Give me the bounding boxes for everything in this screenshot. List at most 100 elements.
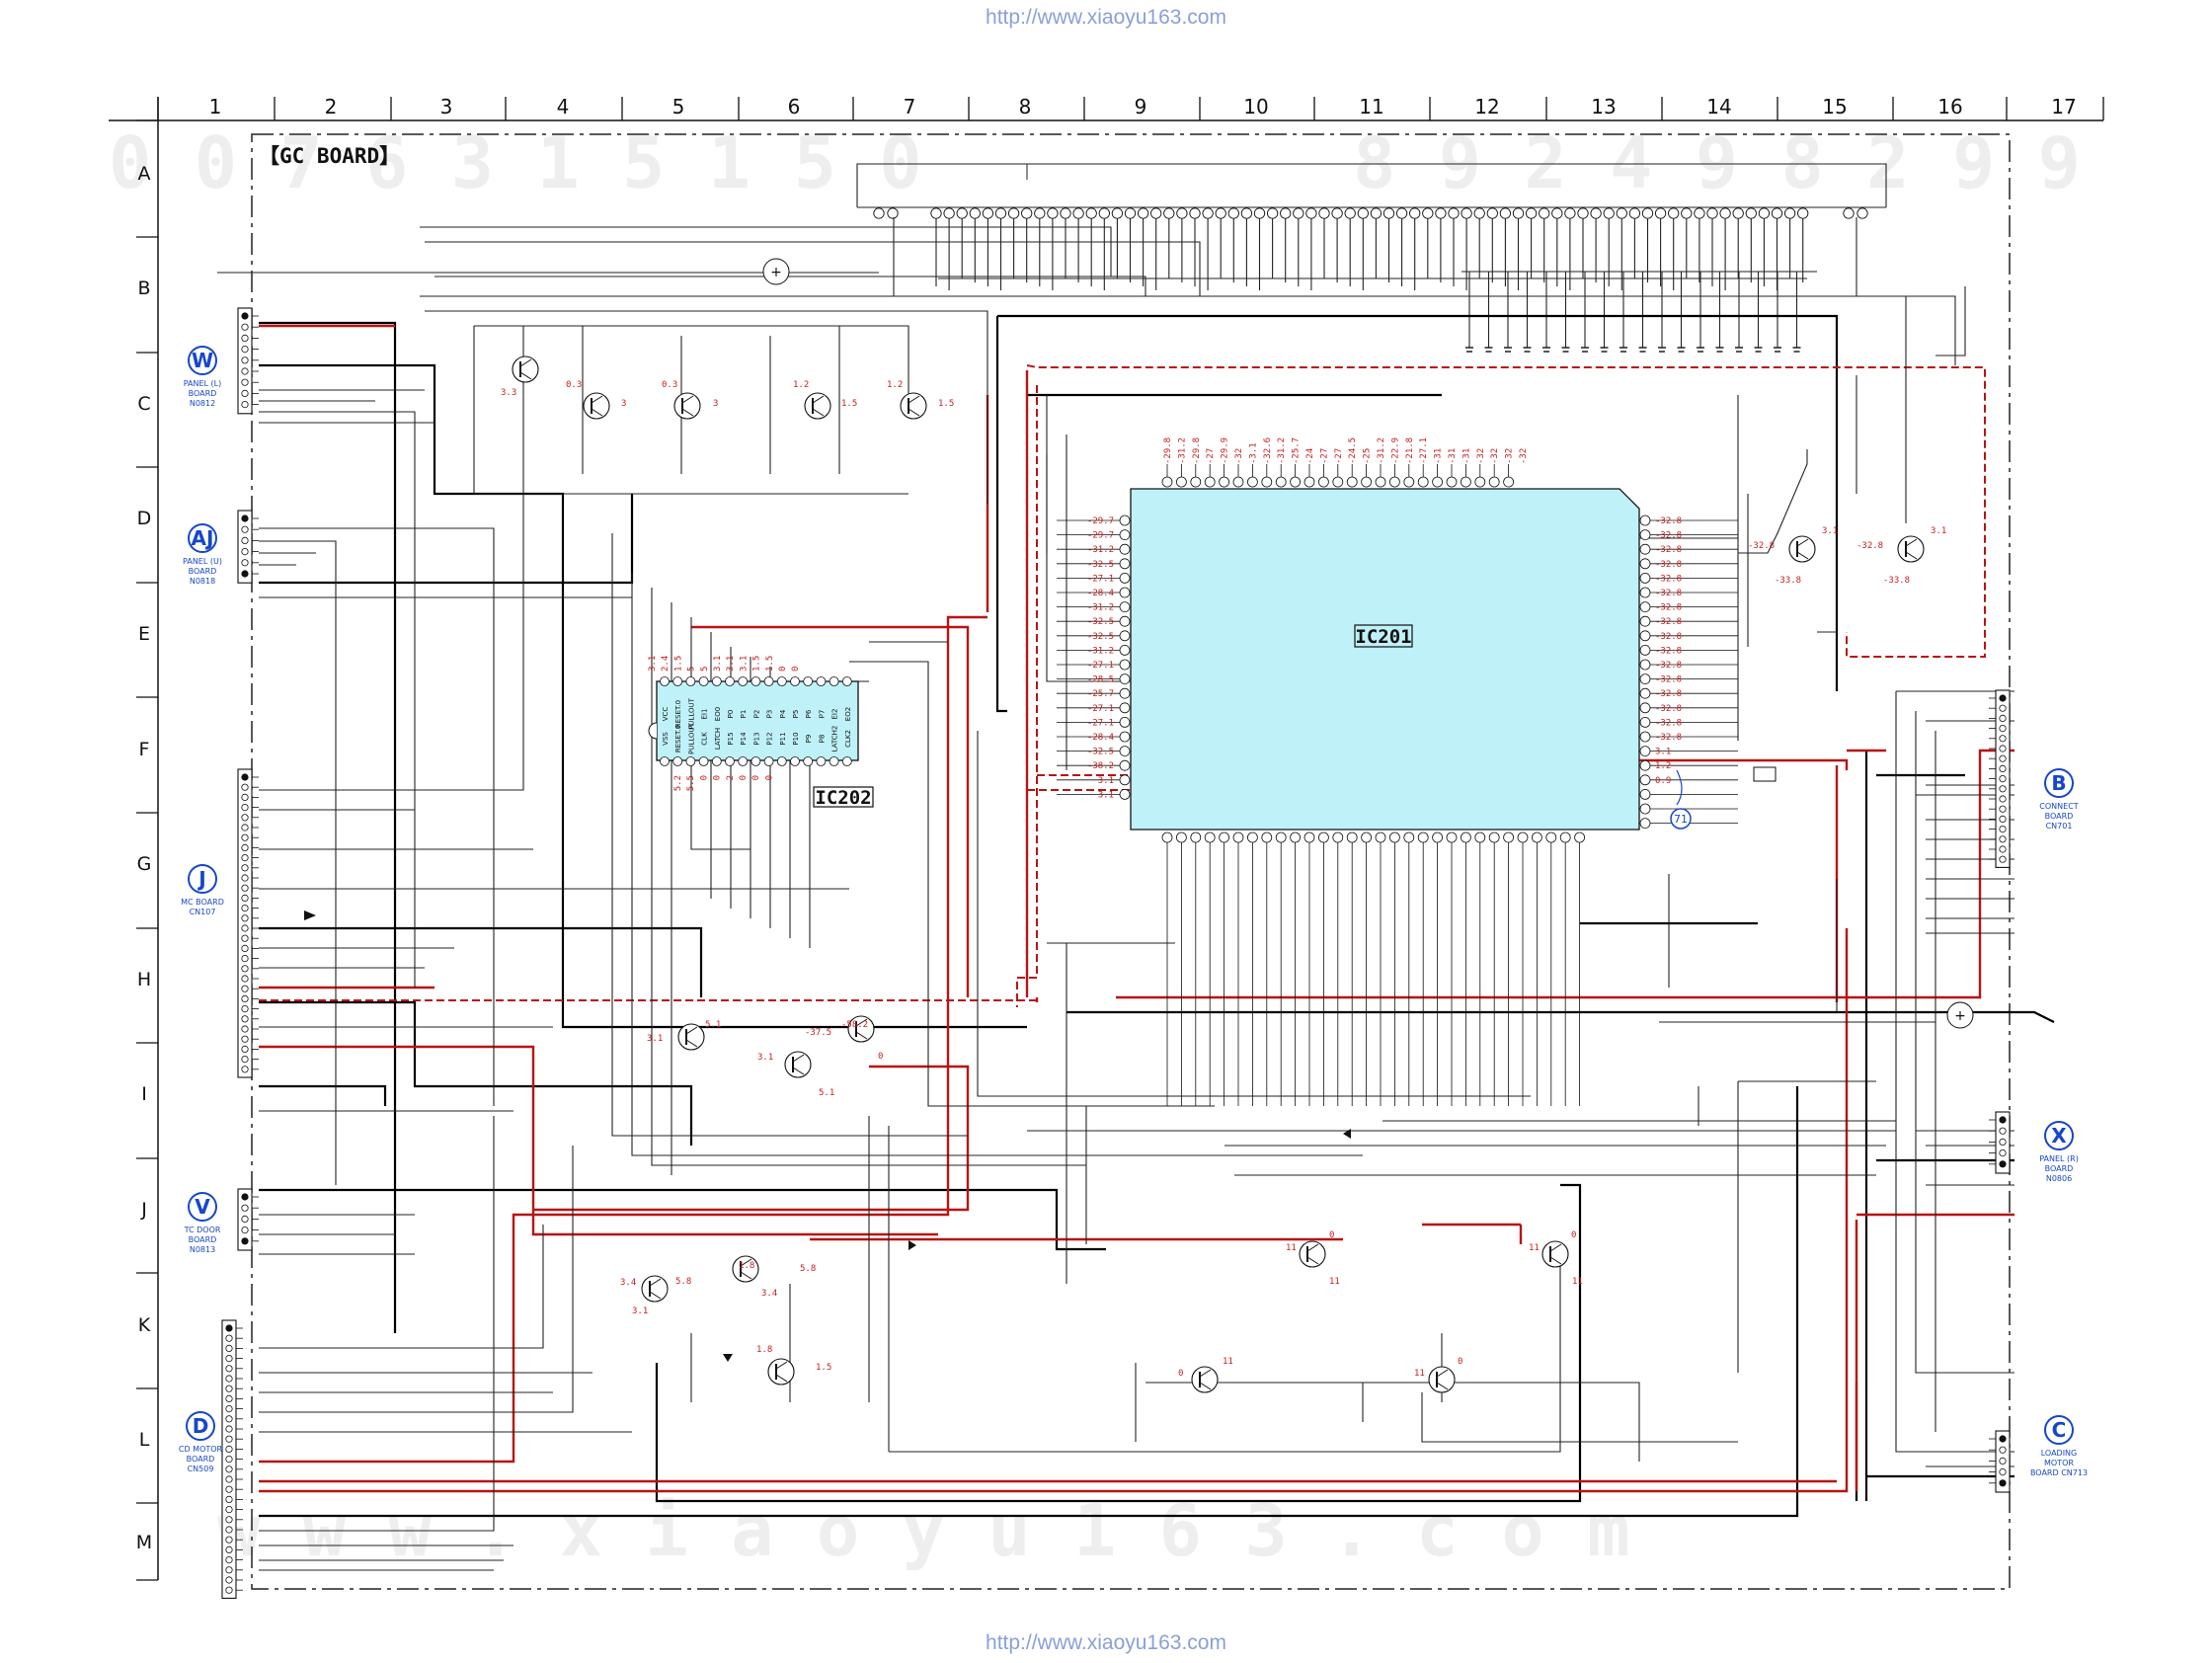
- transistor-voltage: 1.8: [756, 1345, 772, 1355]
- transistor: [784, 1051, 812, 1078]
- column-number: 13: [1591, 95, 1616, 119]
- ic202-bottom-pin-label: LATCH2: [831, 726, 839, 752]
- transistor-voltage: 0: [1458, 1357, 1462, 1367]
- ic201-right-voltage: -32.8: [1655, 589, 1682, 598]
- row-letter: I: [141, 1083, 147, 1105]
- connector-description: BOARD: [189, 567, 217, 576]
- ic202-top-pin-label: P3: [766, 710, 774, 719]
- transistor-voltage: 11: [1223, 1357, 1233, 1367]
- connector-description: BOARD: [2045, 1164, 2074, 1173]
- connector-description: CN701: [2046, 822, 2073, 831]
- ic201-left-voltage: -28.4: [1087, 589, 1114, 598]
- ic201-left-voltage: -27.1: [1087, 661, 1114, 671]
- ic202-top-pin-label: PULLOUT: [687, 697, 695, 730]
- transistor-voltage: 0: [1571, 1230, 1576, 1240]
- ic201-top-voltage: -29.8: [1192, 437, 1202, 464]
- ic202-top-pin-label: VCC: [662, 707, 670, 722]
- ic202-bottom-voltage: 2: [726, 775, 736, 780]
- ic202-bottom-pin-label: P9: [805, 735, 813, 744]
- ic201-left-voltage: -29.7: [1087, 531, 1114, 541]
- ic202-top-pin-label: EO2: [844, 707, 852, 721]
- ic201-top-voltage: -31.2: [1277, 437, 1287, 464]
- ic201-top-voltage: -29.8: [1163, 437, 1173, 464]
- transistor-voltage: 0: [1178, 1369, 1183, 1379]
- connector-description: N0818: [190, 577, 215, 586]
- transistors: [512, 356, 1925, 1393]
- callout-71-text: 71: [1674, 813, 1688, 826]
- ic202-bottom-pin-label: PULLOUT: [687, 722, 695, 754]
- ic201-left-voltage: -32.5: [1087, 632, 1114, 642]
- transistor: [641, 1275, 669, 1303]
- ic201-pins: [1057, 464, 1738, 1106]
- connector-letter: B: [2051, 771, 2066, 795]
- ic202-bottom-voltage: 5.5: [686, 775, 696, 791]
- ic202-top-voltage: 1.5: [673, 656, 683, 672]
- ic201: IC201: [1130, 488, 1640, 831]
- ic202-bottom-voltage: 0: [739, 775, 749, 780]
- connector-description: BOARD: [189, 389, 217, 398]
- ic201-top-voltage: -31.2: [1177, 437, 1187, 464]
- ic202-bottom-pin-label: P11: [779, 732, 787, 745]
- transistor: [1191, 1366, 1219, 1393]
- column-number: 2: [325, 95, 338, 119]
- connector-badge: [2044, 1121, 2074, 1150]
- ic202-bottom-voltage: 0: [764, 775, 774, 780]
- transistor: [804, 392, 831, 420]
- background-watermark: 0 0 7 6 3 1 5 1 5 0 8 9 2 4 9 8 2 9 9 w …: [109, 121, 2081, 1572]
- row-letter: J: [140, 1199, 147, 1221]
- ic201-right-voltage: -32.8: [1655, 704, 1682, 714]
- ic201-top-voltage: -31: [1462, 448, 1471, 464]
- callout-71: 71: [1670, 769, 1692, 830]
- ic201-left-voltage: -32.5: [1087, 748, 1114, 757]
- column-number: 16: [1937, 95, 1962, 119]
- ic201-left-voltage: -27.1: [1087, 704, 1114, 714]
- ic202-bottom-pin-label: CLK: [701, 732, 709, 746]
- transistor-voltage: 3.4: [761, 1289, 777, 1299]
- ic202-bottom-pin-label: CLK2: [844, 730, 852, 748]
- connector-description: N0813: [190, 1245, 215, 1254]
- ic201-right-voltage: -32.8: [1655, 646, 1682, 656]
- ic201-right-voltage: -32.8: [1655, 661, 1682, 671]
- ic201-top-voltage: -27: [1319, 448, 1329, 464]
- column-number: 17: [2051, 95, 2076, 119]
- ic201-right-voltage: -32.8: [1655, 603, 1682, 613]
- ic201-right-voltage: 1.2: [1655, 761, 1671, 771]
- transistor-voltage: 11: [1572, 1277, 1583, 1287]
- ic202-top-pin-label: EI2: [831, 709, 839, 720]
- connector-description: N0806: [2046, 1174, 2072, 1183]
- ic201-right-voltage: -32.8: [1655, 733, 1682, 743]
- column-number: 3: [440, 95, 453, 119]
- ic201-right-voltage: -32.8: [1655, 617, 1682, 627]
- transistor-voltage: -58.2: [841, 1020, 868, 1030]
- transistor-voltage: 3.1: [632, 1307, 648, 1316]
- ic201-top-voltage: -32: [1234, 448, 1244, 464]
- ic202-top-pin-label: RESET.0: [674, 700, 682, 728]
- column-number: 1: [209, 95, 222, 119]
- ic202-label: IC202: [815, 787, 871, 809]
- ic202-bottom-pin-label: LATCH: [714, 728, 722, 750]
- svg-text:8 9 2 4 9 8 2 9 9: 8 9 2 4 9 8 2 9 9: [1353, 121, 2081, 204]
- transistor-voltage: 0.3: [566, 380, 582, 390]
- transistor: [732, 1255, 759, 1283]
- transistor: [512, 356, 539, 383]
- voltage-labels: -29.7-29.7-31.2-32.5-27.1-28.4-31.2-32.5…: [501, 380, 1946, 1379]
- connector-description: MC BOARD: [181, 898, 224, 907]
- ic201-top-voltage: -31: [1434, 448, 1444, 464]
- ic201-top-voltage: -32: [1490, 448, 1500, 464]
- main-wiring: [259, 226, 2055, 1571]
- connector-letter: C: [2052, 1418, 2067, 1442]
- connector-letter: V: [195, 1195, 210, 1219]
- transistor-voltage: 1.2: [887, 380, 903, 390]
- column-number: 5: [672, 95, 685, 119]
- ic201-left-voltage: -38.2: [1087, 761, 1114, 771]
- transistor-voltage: 1.2: [793, 380, 809, 390]
- ic202-bottom-pin-label: P10: [792, 732, 800, 745]
- transistor-voltage: 11: [1529, 1243, 1540, 1253]
- transistor-voltage: 5.8: [675, 1277, 691, 1287]
- ic202-bottom-pin-label: VSS: [662, 732, 670, 746]
- column-number: 4: [557, 95, 570, 119]
- ic202-bottom-pin-label: P15: [727, 732, 735, 745]
- ic202-bottom-voltage: 0: [751, 775, 761, 780]
- connector-description: CN107: [190, 908, 216, 916]
